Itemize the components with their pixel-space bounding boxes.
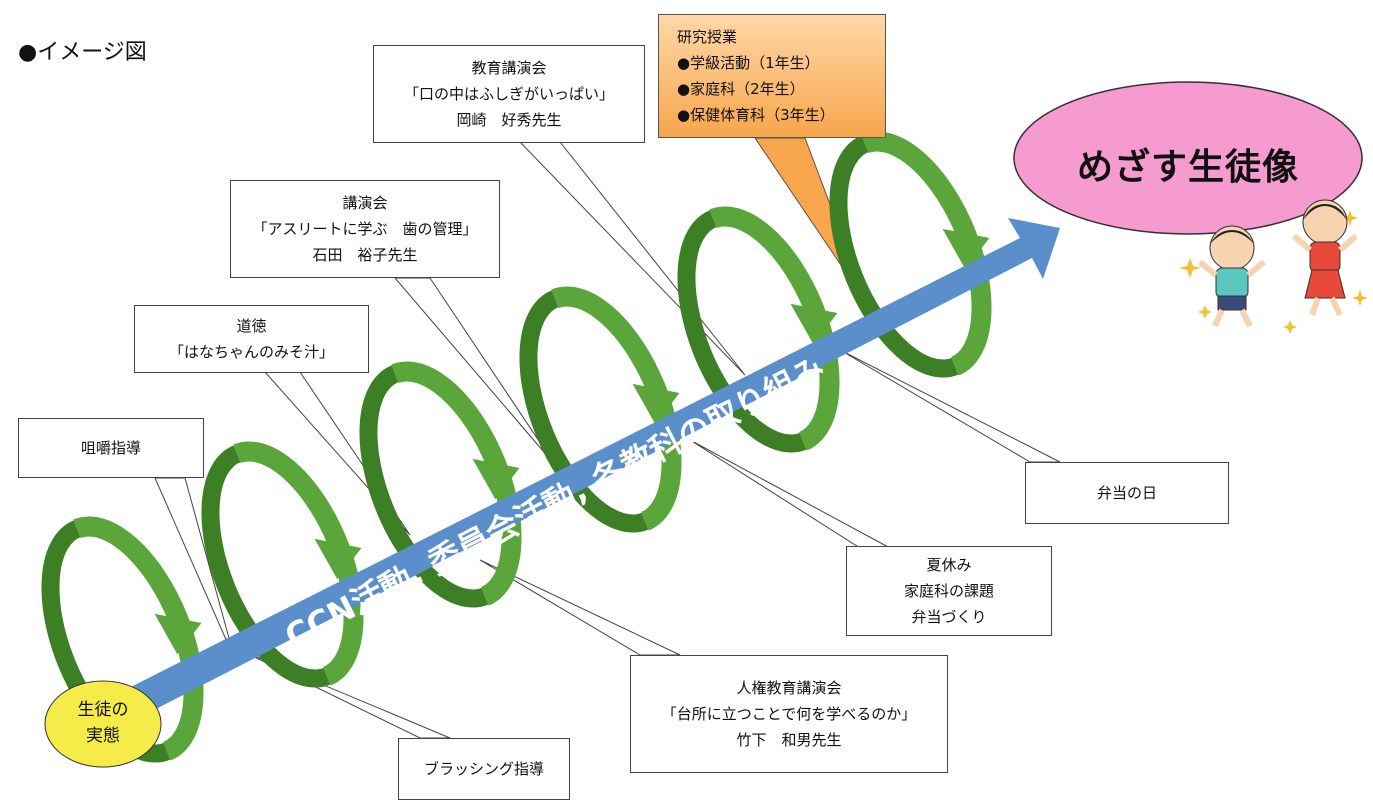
spiral-arrowhead xyxy=(790,303,838,345)
callout-jinken: 人権教育講演会 「台所に立つことで何を学べるのか」 竹下 和男先生 xyxy=(630,655,948,773)
spiral-loop-back xyxy=(519,290,649,533)
kyoiku-line-1: 教育講演会 xyxy=(471,59,547,77)
callout-kenkyu-jugyo: 研究授業 ●学級活動（1年生） ●家庭科（2年生） ●保健体育科（3年生） xyxy=(658,14,886,138)
natsuyasumi-line-2: 家庭科の課題 xyxy=(903,582,994,600)
pointer-natsuyasumi xyxy=(689,439,891,549)
goal-ellipse xyxy=(1013,81,1363,235)
spiral-arrowhead xyxy=(314,538,362,580)
pointer-koenkai xyxy=(393,277,556,466)
kenkyu-line-4: ●保健体育科（3年生） xyxy=(677,106,835,124)
callout-brushing: ブラッシング指導 xyxy=(398,738,570,800)
arrow-label: CCN活動, 委員会活動, 各教科の取り組み xyxy=(279,349,831,655)
spiral-loop-front xyxy=(233,441,364,686)
goal-label: めざす生徒像 xyxy=(1076,147,1299,188)
callout-kyoiku-koenkai: 教育講演会 「口の中はふしぎがいっぱい」 岡崎 好秀先生 xyxy=(373,45,645,143)
spiral-loop-back xyxy=(677,210,807,453)
brushing-line-1: ブラッシング指導 xyxy=(423,760,544,778)
callout-bento-no-hi: 弁当の日 xyxy=(1025,462,1229,524)
kyoiku-line-3: 岡崎 好秀先生 xyxy=(456,111,562,129)
jinken-line-2: 「台所に立つことで何を学べるのか」 xyxy=(661,705,917,723)
pointer-soshaku xyxy=(154,477,236,661)
kenkyu-line-1: 研究授業 xyxy=(677,28,738,46)
spiral-loop-front xyxy=(73,516,204,761)
soshaku-line-1: 咀嚼指導 xyxy=(80,439,141,457)
spiral-arrowhead xyxy=(472,458,520,500)
main-arrow xyxy=(95,218,1060,730)
spiral-loop-back xyxy=(829,135,959,378)
koenkai-line-3: 石田 裕子先生 xyxy=(312,246,418,264)
start-label: 生徒の 実態 xyxy=(44,697,162,749)
page-title: ●イメージ図 xyxy=(18,40,147,65)
kenkyu-line-2: ●学級活動（1年生） xyxy=(677,54,820,72)
kenkyu-line-3: ●家庭科（2年生） xyxy=(677,80,805,98)
start-line-1: 生徒の xyxy=(77,700,129,720)
spiral-arrowhead xyxy=(632,383,680,425)
spiral-arrowhead xyxy=(942,228,990,270)
spiral-arrowhead xyxy=(154,613,202,655)
callout-natsuyasumi: 夏休み 家庭科の課題 弁当づくり xyxy=(846,546,1052,636)
bento-line-1: 弁当の日 xyxy=(1096,484,1157,502)
spiral-loop-front xyxy=(551,286,682,531)
dotoku-line-2: 「はなちゃんのみそ汁」 xyxy=(168,343,334,361)
callout-koenkai: 講演会 「アスリートに学ぶ 歯の管理」 石田 裕子先生 xyxy=(230,180,500,278)
callout-dotoku: 道徳 「はなちゃんのみそ汁」 xyxy=(134,305,369,373)
spiral-loop-front xyxy=(861,131,992,376)
start-ellipse xyxy=(44,680,162,768)
natsuyasumi-line-1: 夏休み xyxy=(926,556,972,574)
children-illustration xyxy=(1179,199,1368,334)
spiral-loop-front xyxy=(391,361,522,606)
callout-soshaku: 咀嚼指導 xyxy=(18,418,204,478)
spiral-loop-back xyxy=(359,365,489,608)
jinken-line-1: 人権教育講演会 xyxy=(736,679,842,697)
koenkai-line-1: 講演会 xyxy=(342,194,388,212)
jinken-line-3: 竹下 和男先生 xyxy=(736,731,842,749)
koenkai-line-2: 「アスリートに学ぶ 歯の管理」 xyxy=(252,220,478,238)
start-line-2: 実態 xyxy=(86,726,120,746)
kyoiku-line-2: 「口の中はふしぎがいっぱい」 xyxy=(403,85,614,103)
dotoku-line-1: 道徳 xyxy=(236,317,267,335)
spiral-loop-front xyxy=(709,206,840,451)
natsuyasumi-line-3: 弁当づくり xyxy=(911,608,987,626)
spiral-loop-back xyxy=(201,445,331,688)
green-spiral xyxy=(41,131,992,763)
